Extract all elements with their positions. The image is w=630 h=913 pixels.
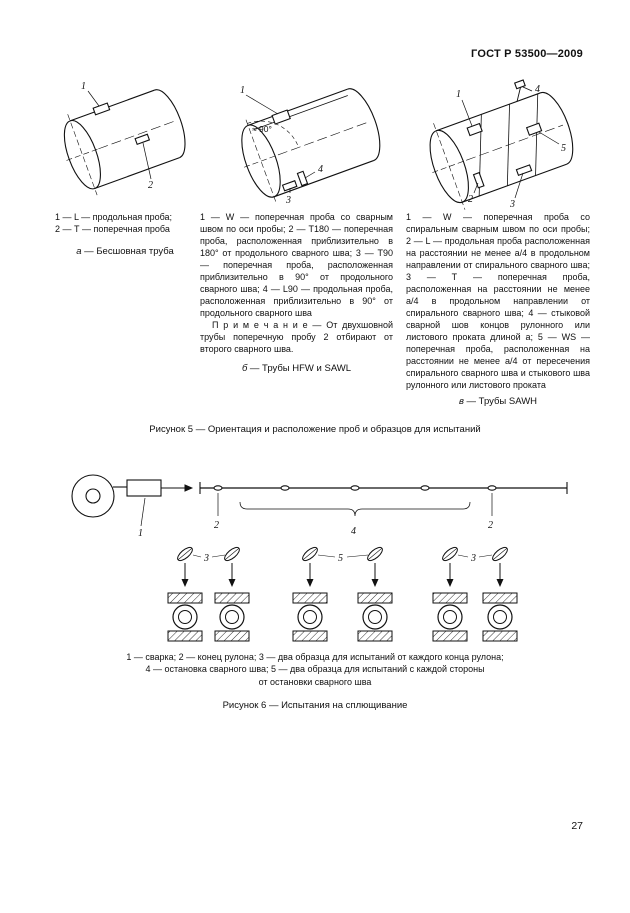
pipe-a-label-2: 2 [148, 180, 153, 191]
pipe-b-caption: б — Трубы HFW и SAWL [241, 363, 352, 374]
pipe-a-label-1: 1 [81, 81, 86, 92]
fig6-label-5: 5 [338, 553, 343, 564]
pipe-a-legend: 1 — L — продольная проба; 2 — Т — попере… [55, 212, 195, 236]
pipe-b-drawing: 1 3 4 ≈ 90° [240, 85, 381, 206]
specimen-ws-mark [525, 122, 543, 136]
pipe-a-drawing: 1 2 [63, 81, 186, 196]
welding-station [126, 479, 162, 497]
specimen-coupons [177, 546, 508, 562]
pipe-c-drawing: 1 4 5 2 3 [429, 79, 574, 210]
fig6-label-2-left: 2 [214, 520, 219, 531]
pipe-c-label-5: 5 [561, 143, 566, 154]
doc-number: ГОСТ Р 53500—2009 [471, 48, 583, 60]
fig6-label-2-right: 2 [488, 520, 493, 531]
figure6-legend: 1 — сварка; 2 — конец рулона; 3 — два об… [0, 651, 630, 688]
longitudinal-weld-seam [253, 95, 348, 131]
pipe-c-body [429, 79, 574, 210]
angle-90-note: ≈ 90° [252, 124, 272, 134]
flattening-unit [167, 592, 203, 642]
weld-stop-mark [350, 485, 360, 491]
specimen-transverse-mark [134, 133, 151, 146]
label-leaders [192, 554, 493, 558]
pipe-c-legend: 1 — W — поперечная проба со спиральным с… [406, 212, 590, 390]
pipe-b-legend: 1 — W — поперечная проба со сварным швом… [200, 212, 393, 318]
pipe-c-label-2: 2 [468, 194, 473, 205]
pipe-b-label-4: 4 [318, 164, 323, 175]
pipe-a-legend-line-1: 1 — L — продольная проба; [55, 212, 173, 222]
down-arrows [181, 563, 504, 587]
pipe-a-body [63, 89, 186, 196]
flattening-unit [482, 592, 518, 642]
figure5-caption: Рисунок 5 — Ориентация и расположение пр… [149, 424, 481, 435]
pipe-c-label-4: 4 [535, 84, 540, 95]
pipe-b-label-3: 3 [285, 195, 291, 206]
coil-end-mark [213, 485, 223, 491]
flattening-unit [357, 592, 393, 642]
figure6-legend-line-2: 4 — остановка сварного шва; 5 — два обра… [145, 664, 485, 675]
figure6-legend-line-3: от остановки сварного шва [258, 676, 372, 687]
skelp-butt-weld [516, 87, 521, 102]
brace [239, 501, 471, 517]
weld-stop-mark [420, 485, 430, 491]
flattening-test-diagram: 1 2 2 4 3 5 3 [71, 474, 568, 642]
angle-arc [247, 120, 299, 148]
pipe-c-label-3: 3 [509, 199, 515, 210]
specimen-t-mark [515, 164, 533, 177]
fig6-label-1: 1 [138, 528, 143, 539]
pipe-c-caption: в — Трубы SAWH [458, 396, 538, 407]
flattening-unit [292, 592, 328, 642]
flattening-units [167, 592, 518, 642]
specimen-l-mark [472, 171, 485, 189]
fig6-label-3-right: 3 [470, 553, 476, 564]
flattening-unit [214, 592, 250, 642]
fig6-label-4: 4 [351, 526, 356, 537]
flattening-unit [432, 592, 468, 642]
skelp-butt-weld-mark [513, 79, 526, 90]
pipe-a-legend-line-2: 2 — Т — поперечная проба [55, 223, 170, 234]
weld-stop-mark [280, 485, 290, 491]
specimen-w-mark [466, 122, 483, 137]
pipe-b-note: П р и м е ч а н и е — От двухшовной труб… [200, 320, 393, 354]
coil-icon [71, 474, 115, 518]
fig6-label-3-left: 3 [203, 553, 209, 564]
pipe-b-body [241, 88, 381, 203]
specimen-l90-mark [296, 170, 309, 187]
pipe-a-caption: а — Бесшовная труба [76, 246, 174, 257]
specimen-weld-mark [271, 109, 291, 125]
coil-end-mark [487, 485, 497, 491]
page-number: 27 [571, 820, 583, 832]
specimen-t90-mark [281, 180, 298, 192]
figure6-legend-line-1: 1 — сварка; 2 — конец рулона; 3 — два об… [126, 652, 504, 662]
pipe-b-label-1: 1 [240, 85, 245, 96]
coil-and-strip [71, 474, 568, 527]
pipe-c-label-1: 1 [456, 89, 461, 100]
specimen-longitudinal-mark [92, 102, 111, 116]
figure6-caption: Рисунок 6 — Испытания на сплющивание [222, 700, 408, 711]
